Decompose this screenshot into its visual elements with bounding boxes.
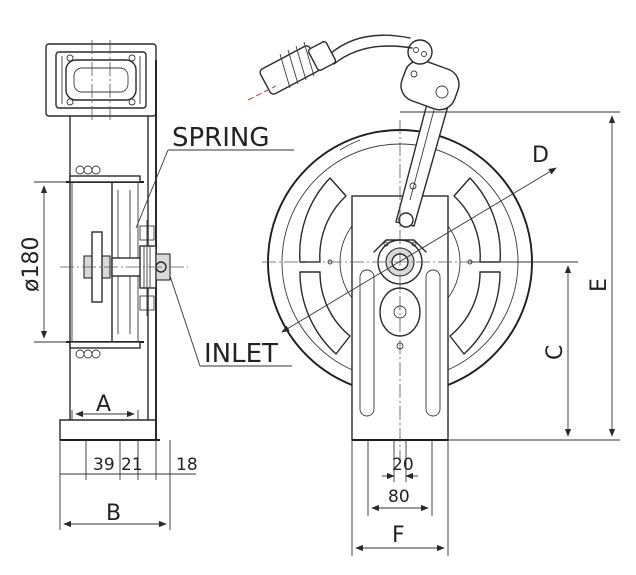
dim-20-label: 20 (392, 455, 414, 475)
side-view: ø180 A 39 21 18 B (19, 40, 198, 530)
hose (247, 34, 413, 101)
spring-label: SPRING (172, 123, 270, 153)
dim-f-label: F (392, 523, 405, 548)
top-bolt-group (69, 165, 141, 183)
dim-d-label: D (532, 143, 549, 168)
front-view: D E C 20 80 F (247, 34, 620, 556)
inlet-callout: INLET (169, 275, 292, 369)
dim-c-label: C (543, 345, 568, 360)
dim-21-label: 21 (121, 455, 143, 475)
spring-callout: SPRING (135, 123, 294, 229)
dim-b-label: B (106, 501, 121, 526)
diameter-label: ø180 (19, 237, 44, 292)
bottom-bolt-group (69, 341, 141, 359)
guide-roller-box (45, 40, 157, 120)
dim-80-label: 80 (388, 487, 410, 507)
inlet-label: INLET (204, 339, 278, 369)
dim-e-label: E (587, 278, 612, 292)
dim-39-label: 39 (93, 455, 115, 475)
dim-18-label: 18 (176, 455, 198, 475)
dim-a-label: A (96, 392, 111, 417)
